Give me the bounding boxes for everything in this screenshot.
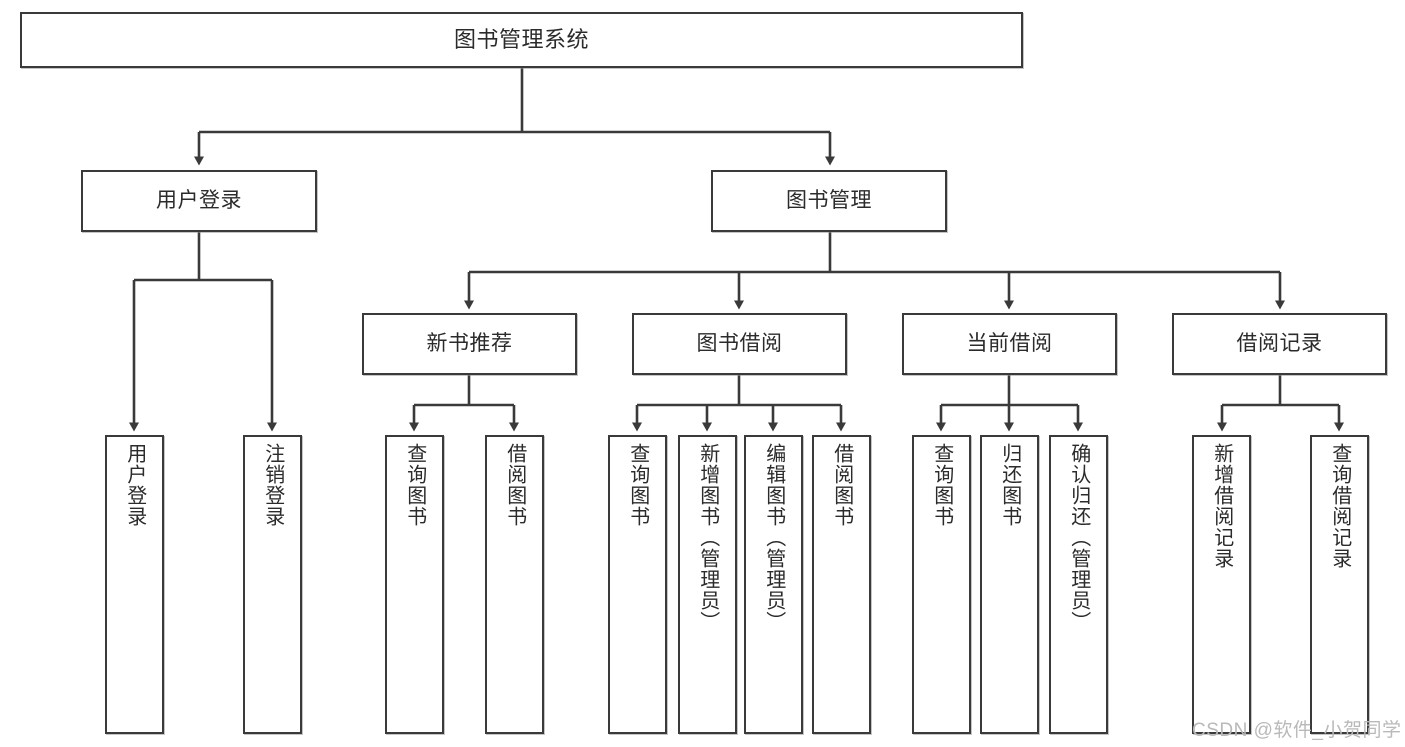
node-label: 当前借阅 <box>966 332 1053 356</box>
node-label: 图书借阅 <box>696 332 783 356</box>
node-new-book-recommend[interactable]: 新书推荐 <box>362 313 577 375</box>
node-label: 编辑图书（管理员） <box>762 443 785 632</box>
node-borrow-record[interactable]: 借阅记录 <box>1172 313 1387 375</box>
node-book-management-system[interactable]: 图书管理系统 <box>20 12 1023 68</box>
node-label: 新增借阅记录 <box>1210 443 1233 569</box>
leaf-query-book-borrow[interactable]: 查询图书 <box>608 435 667 734</box>
csdn-watermark: CSDN @软件_小贺同学 <box>1192 720 1402 741</box>
node-label: 借阅记录 <box>1236 332 1323 356</box>
leaf-query-book-current[interactable]: 查询图书 <box>912 435 971 734</box>
leaf-query-book-recommend[interactable]: 查询图书 <box>385 435 444 734</box>
node-label: 归还图书 <box>998 443 1021 527</box>
leaf-return-book[interactable]: 归还图书 <box>980 435 1039 734</box>
node-label: 查询图书 <box>626 443 649 527</box>
leaf-user-logout[interactable]: 注销登录 <box>243 435 302 734</box>
node-label: 图书管理 <box>786 189 872 213</box>
leaf-borrow-book-recommend[interactable]: 借阅图书 <box>485 435 544 734</box>
leaf-confirm-return[interactable]: 确认归还（管理员） <box>1049 435 1108 734</box>
leaf-add-book[interactable]: 新增图书（管理员） <box>678 435 737 734</box>
leaf-add-borrow-record[interactable]: 新增借阅记录 <box>1192 435 1251 734</box>
node-user-login[interactable]: 用户登录 <box>81 170 317 232</box>
node-label: 查询图书 <box>403 443 426 527</box>
node-label: 用户登录 <box>156 189 242 213</box>
node-book-borrow[interactable]: 图书借阅 <box>632 313 847 375</box>
node-label: 查询借阅记录 <box>1328 443 1351 569</box>
node-label: 借阅图书 <box>830 443 853 527</box>
node-label: 确认归还（管理员） <box>1067 443 1090 632</box>
node-label: 新增图书（管理员） <box>696 443 719 632</box>
node-label: 注销登录 <box>261 443 284 527</box>
node-book-manage[interactable]: 图书管理 <box>711 170 947 232</box>
leaf-user-login[interactable]: 用户登录 <box>105 435 164 734</box>
node-label: 借阅图书 <box>503 443 526 527</box>
leaf-edit-book[interactable]: 编辑图书（管理员） <box>744 435 803 734</box>
node-label: 查询图书 <box>930 443 953 527</box>
node-label: 图书管理系统 <box>453 26 589 52</box>
leaf-query-borrow-record[interactable]: 查询借阅记录 <box>1310 435 1369 734</box>
node-label: 用户登录 <box>123 443 146 527</box>
node-label: 新书推荐 <box>426 332 513 356</box>
node-current-borrow[interactable]: 当前借阅 <box>902 313 1117 375</box>
leaf-borrow-book[interactable]: 借阅图书 <box>812 435 871 734</box>
